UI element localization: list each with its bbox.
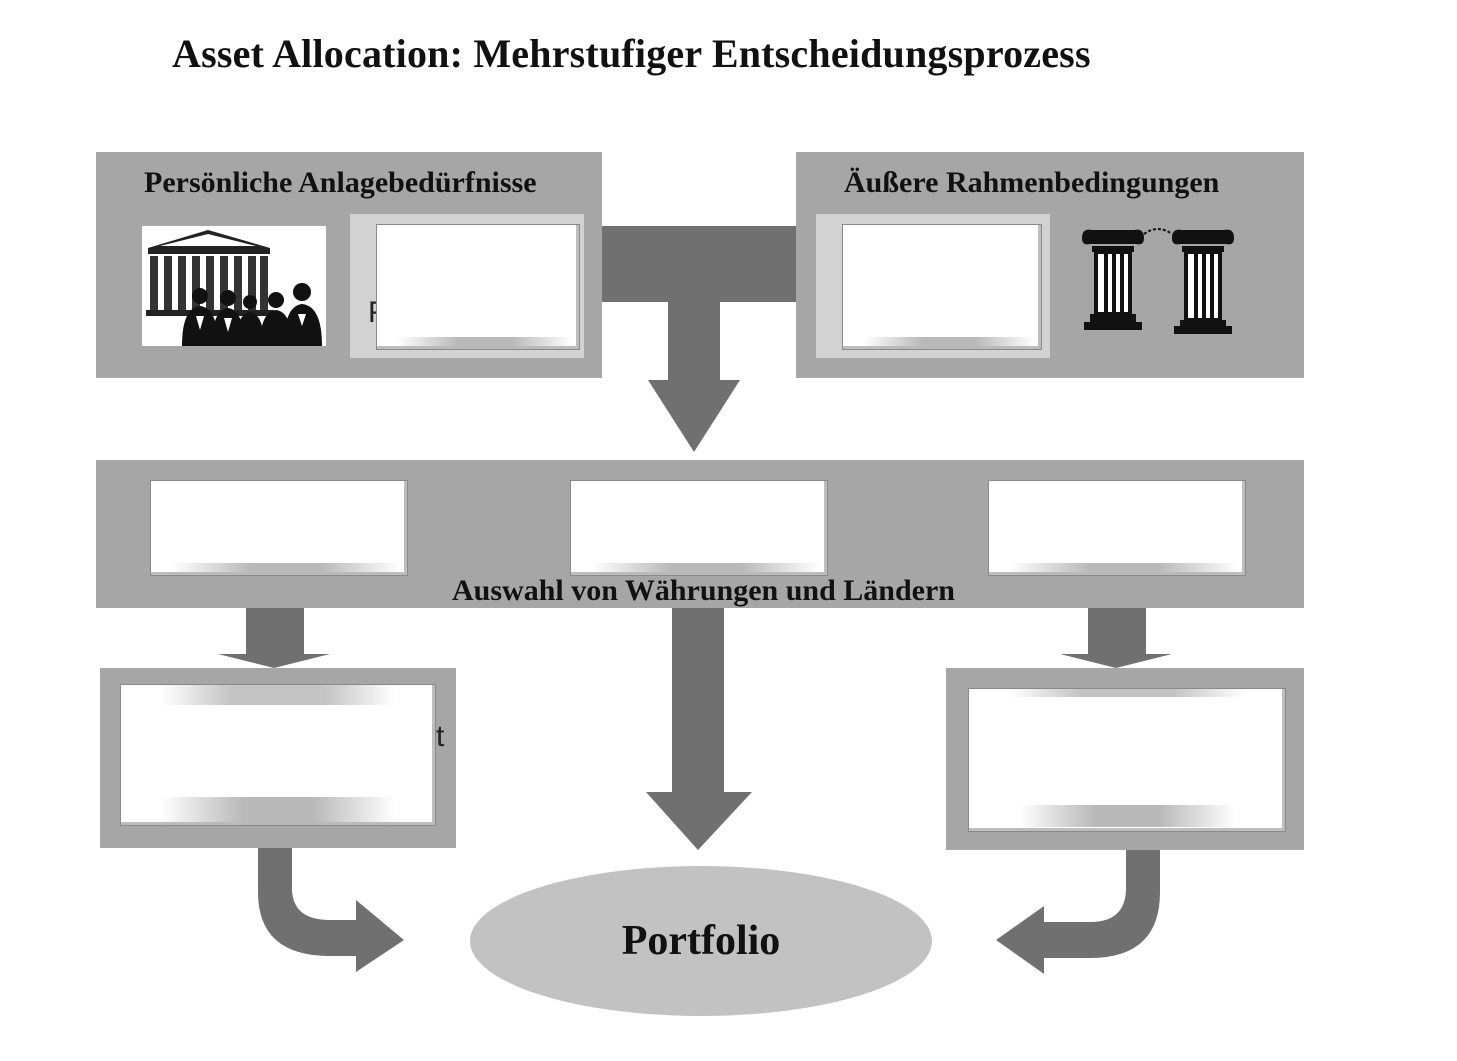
content-card-top-left <box>376 224 580 350</box>
center-arrow-head <box>646 792 752 850</box>
panel-currency-country-selection: Auswahl von Währungen und Ländern <box>96 460 1304 608</box>
left-arrow-stem <box>246 608 304 656</box>
page-title: Asset Allocation: Mehrstufiger Entscheid… <box>172 31 1091 76</box>
right-arrow-head <box>1060 654 1172 668</box>
panel-label-personal-needs: Persönliche Anlagebedürfnisse <box>144 166 537 199</box>
top-arrow-head <box>648 380 740 452</box>
left-pillar-icon <box>1082 229 1144 330</box>
partial-text-fragment-lower: t <box>436 720 445 753</box>
content-card-middle-3 <box>988 480 1246 576</box>
left-curved-arrow <box>258 846 404 972</box>
portfolio-ellipse: Portfolio <box>470 866 932 1016</box>
top-connector-bar <box>600 226 800 302</box>
card-frame-left: F <box>350 214 584 358</box>
spark-icon <box>1143 228 1173 235</box>
panel-label-currency-country: Auswahl von Währungen und Ländern <box>452 574 955 607</box>
panel-lower-left: t <box>100 668 456 848</box>
content-card-middle-1 <box>150 480 408 576</box>
portfolio-label: Portfolio <box>621 918 781 964</box>
right-arrow-stem <box>1088 608 1146 656</box>
content-card-lower-left <box>120 684 436 826</box>
right-pillar-icon <box>1172 229 1234 334</box>
right-curved-arrow <box>996 846 1160 974</box>
center-arrow-stem <box>672 608 724 794</box>
top-arrow-stem <box>668 300 720 382</box>
panel-lower-right <box>946 668 1304 850</box>
panel-label-external-conditions: Äußere Rahmenbedingungen <box>844 166 1220 199</box>
people-icon <box>182 283 322 346</box>
left-arrow-head <box>218 654 330 668</box>
content-card-lower-right <box>968 688 1286 832</box>
temple-people-illustration <box>142 226 326 346</box>
content-card-middle-2 <box>570 480 828 576</box>
content-card-top-right <box>842 224 1042 350</box>
card-frame-right <box>816 214 1050 358</box>
pillars-illustration <box>1078 224 1238 336</box>
panel-personal-needs: Persönliche Anlagebedürfnisse <box>96 152 602 378</box>
panel-external-conditions: Äußere Rahmenbedingungen <box>796 152 1304 378</box>
